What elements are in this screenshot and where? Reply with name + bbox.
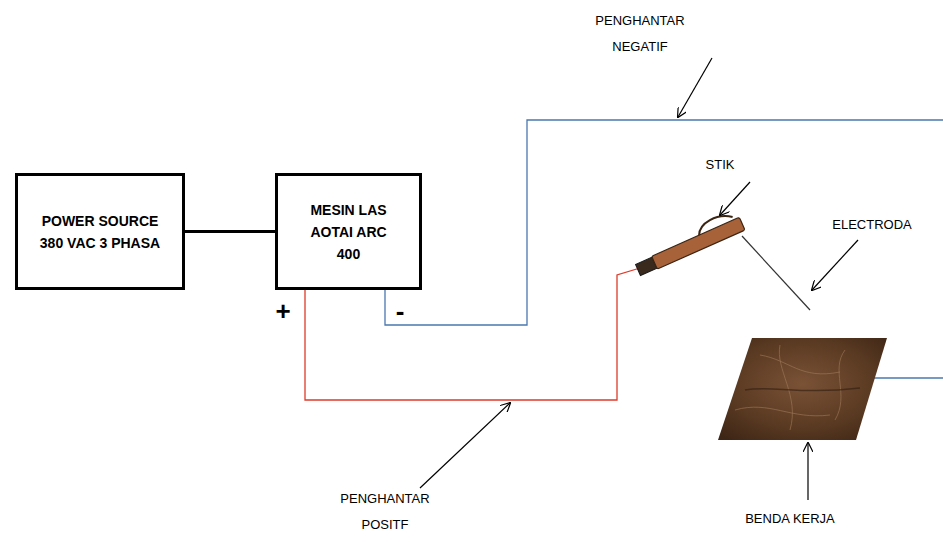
power-cable: [185, 230, 275, 233]
workpiece: [718, 338, 887, 440]
electrode: [742, 236, 810, 310]
callout-label: PENGHANTAR NEGATIF: [585, 8, 695, 60]
terminal-sign: -: [385, 298, 415, 324]
callout-label: STIK: [690, 152, 750, 178]
terminal-sign: +: [268, 298, 298, 324]
workpiece-wire: [868, 377, 943, 378]
negative-wire: [385, 120, 943, 325]
box-label: MESIN LAS AOTAI ARC 400: [299, 199, 399, 265]
leader-line: [720, 182, 750, 215]
leader-line: [420, 403, 510, 488]
leader-line: [678, 58, 712, 117]
callout-label: ELECTRODA: [817, 212, 927, 238]
leader-line: [812, 240, 858, 290]
process-box: MESIN LAS AOTAI ARC 400: [275, 173, 422, 290]
callout-label: PENGHANTAR POSITF: [330, 486, 440, 538]
electrode-holder: [631, 209, 745, 277]
callout-label: BENDA KERJA: [730, 506, 850, 532]
process-box: POWER SOURCE 380 VAC 3 PHASA: [15, 173, 185, 290]
box-label: POWER SOURCE 380 VAC 3 PHASA: [38, 210, 162, 254]
leader-line: [807, 443, 808, 500]
